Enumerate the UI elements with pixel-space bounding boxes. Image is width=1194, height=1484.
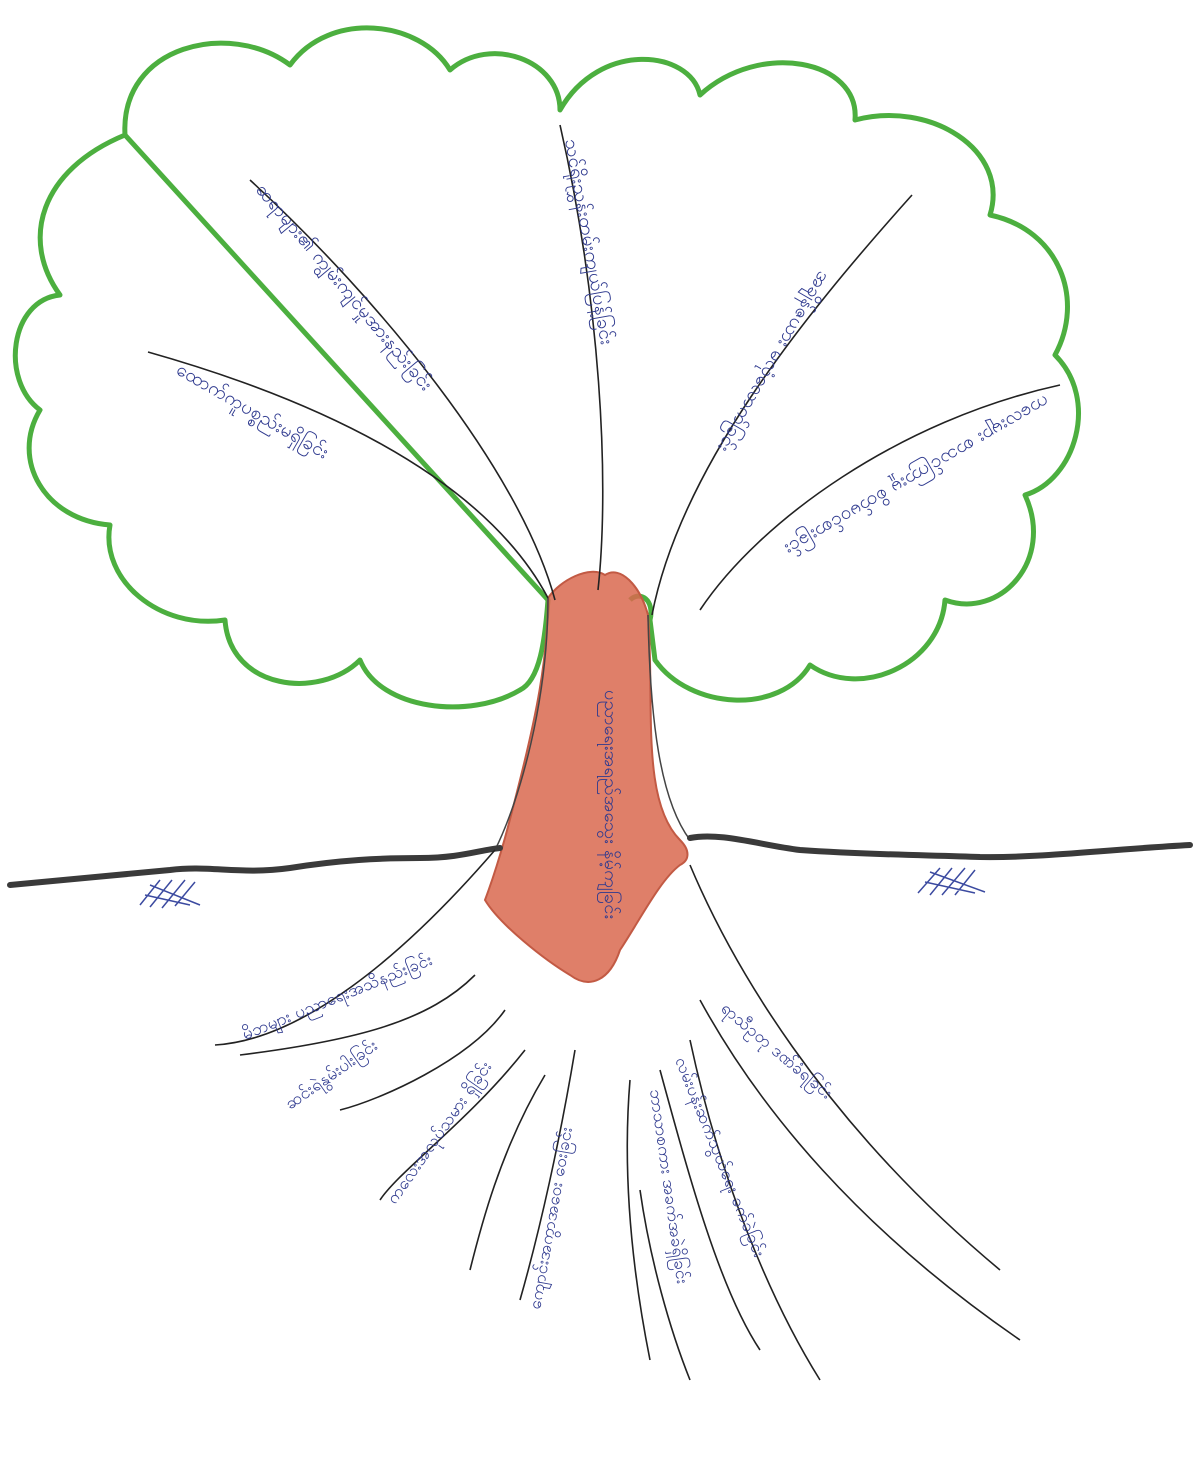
trunk-label: ပညာရေးအရည်အသွေး နိမ့်ကျခြင်း (597, 690, 622, 919)
root-label-1: မိဘများ ပညာရေးအသိနည်းခြင်း (239, 948, 437, 1047)
root-label-3: ကလေးအလုပ်သမား ရှိခြင်း (381, 1056, 499, 1209)
root-label-5: ဘာသာစကား အခက်အခဲရှိခြင်း (642, 1088, 694, 1286)
branch-label-4: အချိန်ဇယား မလုံလောက်ခြင်း (709, 266, 836, 458)
branch-label-1: ထောက်ကူပစ္စည်းမရှိခြင်း (171, 357, 334, 467)
grass-hatch-left (140, 880, 200, 908)
branch-label-3: သင်ရိုးညွှန်းတမ်းကျယ်ပြန့်ခြင်း (556, 137, 620, 348)
root-label-4: ကျောင်းအကွာအဝေး ဝေးခြင်း (523, 1125, 580, 1311)
trunk (485, 572, 688, 982)
branch-label-5: ကလေးများ စာသင်ကြားမှု စိတ်မဝင်စားခြင်း (779, 387, 1055, 562)
root-label-7: ရာသီဥတု ဒဏ်ခံရခြင်း (715, 997, 838, 1106)
canopy-outline (15, 28, 1078, 707)
branch-label-2: ဆရာများ၏ ကျွမ်းကျင်မှုအားနည်းခြင်း (247, 178, 439, 399)
grass-hatch-right (918, 868, 985, 895)
